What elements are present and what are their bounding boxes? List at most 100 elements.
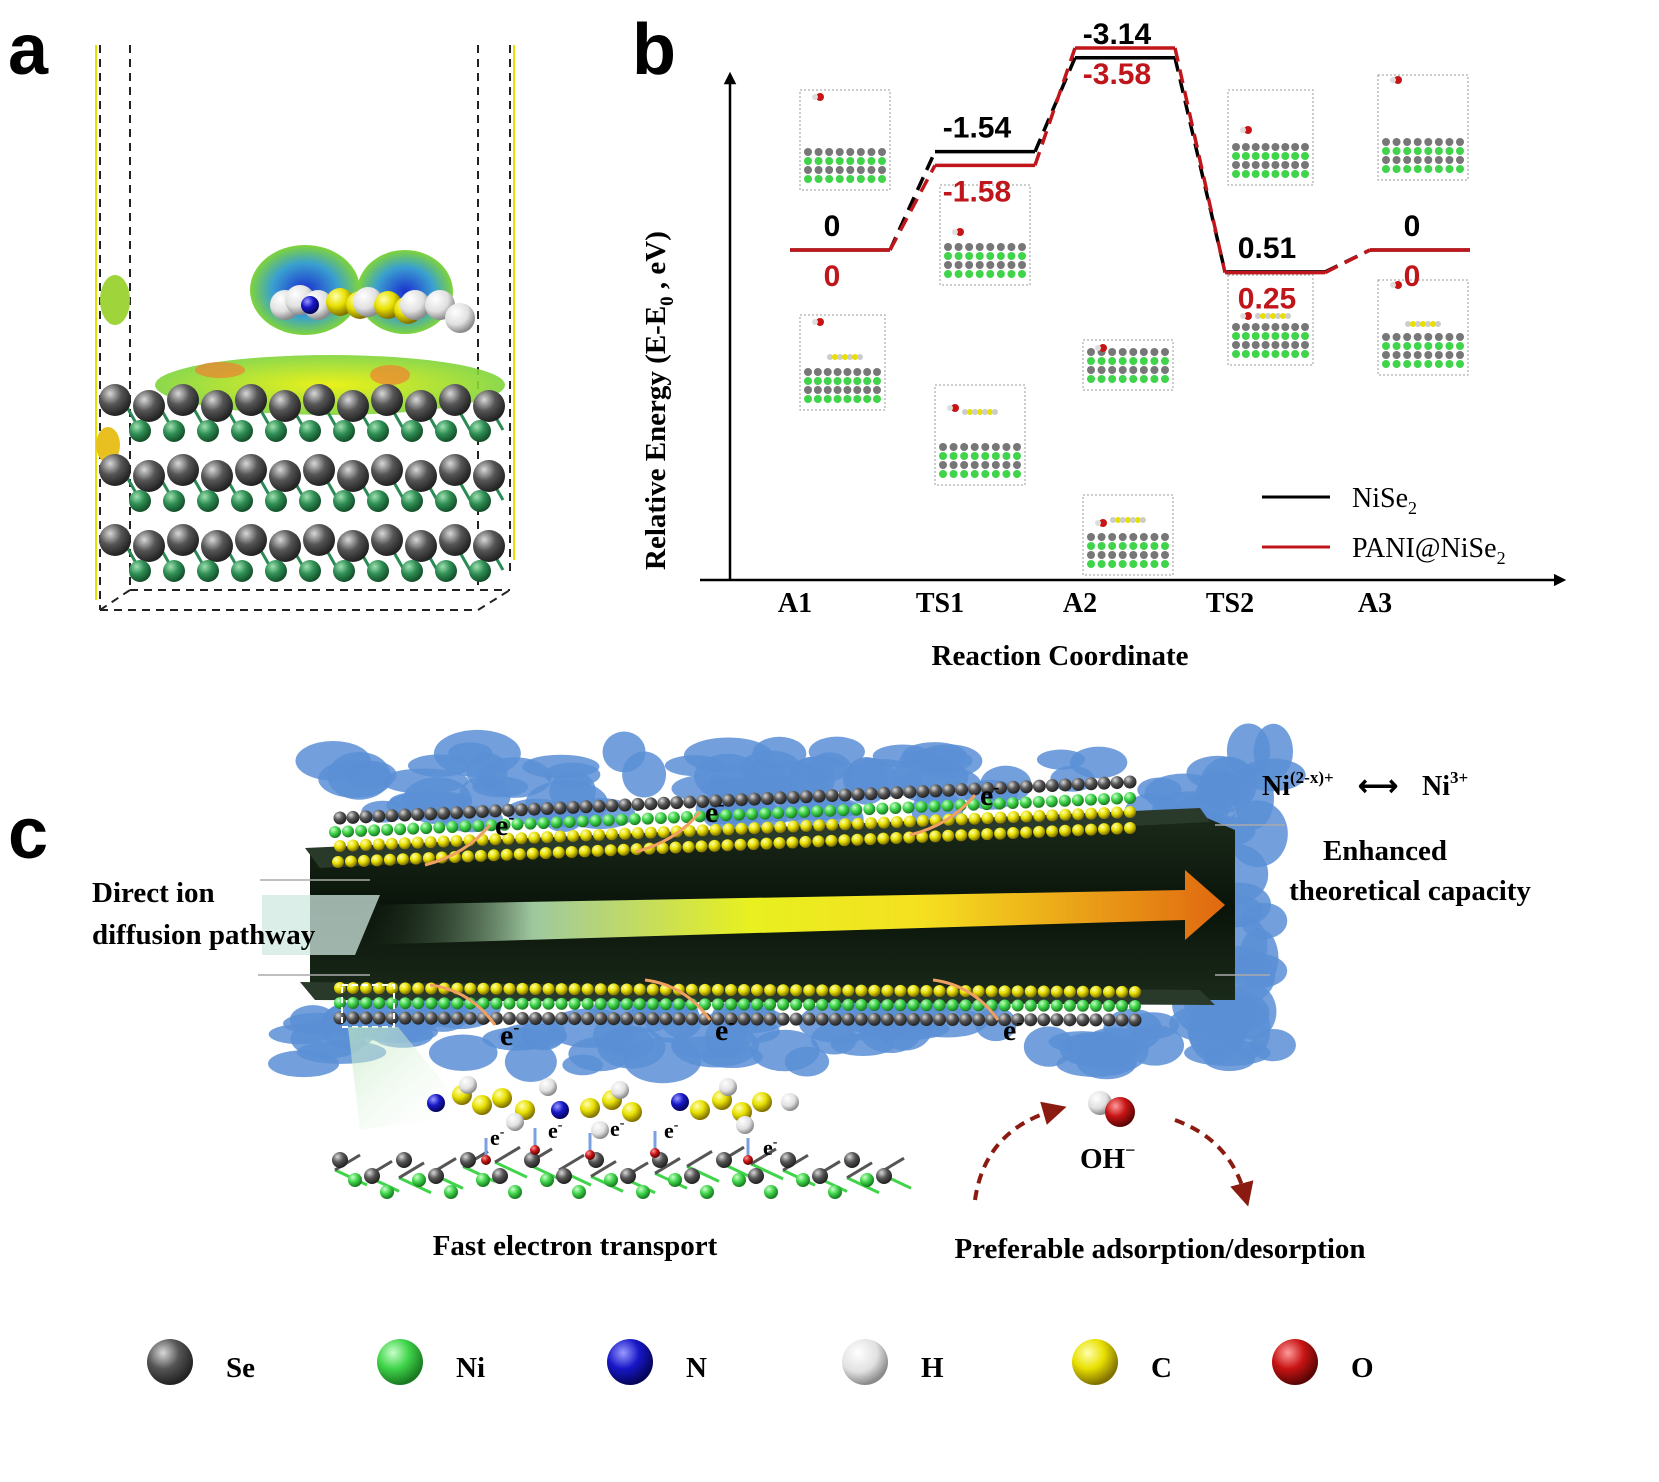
se-atom <box>372 809 386 823</box>
interface-detail: e-e-e-e-e- <box>332 1076 912 1199</box>
c-atom <box>347 982 360 995</box>
ni-atom <box>798 805 811 818</box>
c-atom <box>461 850 474 863</box>
ni-atom <box>1084 793 1097 806</box>
se-atom <box>460 1152 476 1168</box>
c-atom <box>920 984 933 997</box>
c-atom <box>929 830 942 843</box>
se-atom <box>371 384 403 416</box>
connector-nise2-2 <box>1173 57 1227 273</box>
se-atom <box>786 790 800 804</box>
se-atom <box>337 460 369 492</box>
panel-a: a <box>8 10 515 611</box>
value-label-pani-a1: 0 <box>824 260 841 293</box>
ni-atom <box>732 1173 746 1187</box>
ni-atom <box>555 997 568 1010</box>
c-atom <box>916 814 929 827</box>
c-atom <box>698 983 711 996</box>
se-atom <box>424 1011 438 1025</box>
ni-atom <box>1102 999 1115 1012</box>
ni-atom <box>435 420 457 442</box>
electron-label: e- <box>1003 1012 1022 1047</box>
se-atom <box>1097 776 1111 790</box>
c-atom <box>826 818 839 831</box>
se-atom <box>968 782 982 796</box>
se-atom <box>696 794 710 808</box>
ni-atom <box>129 560 151 582</box>
se-atom <box>734 793 748 807</box>
legend-atom-label-h: H <box>921 1352 944 1384</box>
ni-atom <box>759 807 772 820</box>
se-atom <box>424 807 438 821</box>
ni-atom <box>333 490 355 512</box>
ni-atom <box>163 420 185 442</box>
ni-atom <box>435 490 457 512</box>
se-atom <box>880 1012 894 1026</box>
c-atom <box>877 816 890 829</box>
se-atom <box>133 390 165 422</box>
legend-atom-label-o: O <box>1351 1352 1374 1384</box>
cloud-blob <box>720 1019 780 1044</box>
ni-left-label: Ni(2-x)+ <box>1262 768 1334 802</box>
ni-atom <box>764 998 777 1011</box>
se-atom <box>825 789 839 803</box>
c-atom <box>800 819 813 832</box>
ni-atom <box>508 1185 522 1199</box>
ni-atom <box>636 1185 650 1199</box>
ni-atom <box>928 800 941 813</box>
ni-atom <box>373 997 386 1010</box>
se-atom <box>972 1013 986 1027</box>
se-atom <box>542 1012 556 1026</box>
ni-atom <box>333 560 355 582</box>
se-atom <box>235 454 267 486</box>
c-atom <box>1037 985 1050 998</box>
se-atom <box>737 1012 751 1026</box>
c-atom <box>708 839 721 852</box>
ni-atom <box>1110 792 1123 805</box>
ni-atom <box>550 816 563 829</box>
se-atom <box>473 460 505 492</box>
c-atom <box>373 982 386 995</box>
ni-atom <box>163 560 185 582</box>
ni-atom <box>615 813 628 826</box>
c-atom <box>1124 806 1136 818</box>
ni-atom <box>451 997 464 1010</box>
c-atom <box>1085 807 1098 820</box>
adsorption-arrow <box>973 1101 1067 1201</box>
se-atom <box>398 808 412 822</box>
c-atom <box>761 821 774 834</box>
c-atom <box>894 984 907 997</box>
cloud-blob <box>327 751 391 800</box>
o-atom <box>650 1148 660 1158</box>
c-atom <box>552 846 565 859</box>
c-atom <box>500 848 513 861</box>
se-atom <box>437 1011 451 1025</box>
se-atom <box>439 524 471 556</box>
ni-atom <box>659 998 672 1011</box>
se-atom <box>437 806 451 820</box>
ni-atom <box>472 819 485 832</box>
ni-atom <box>915 800 928 813</box>
ni-atom <box>628 813 641 826</box>
se-atom <box>492 1168 508 1184</box>
se-atom <box>867 1012 881 1026</box>
value-label-nise2-ts1: -1.54 <box>943 112 1012 145</box>
h-atom <box>781 1093 799 1111</box>
panel-c: c e-e-e-e-e-e- e-e-e-e-e- Ni(2-x)+ ⟷ Ni3… <box>8 723 1531 1265</box>
c-atom <box>607 983 620 996</box>
ni-atom <box>537 817 550 830</box>
ni-arrow: ⟷ <box>1358 771 1398 802</box>
c-atom <box>422 852 435 865</box>
c-atom <box>1115 985 1128 998</box>
c-atom <box>1129 986 1141 998</box>
ni-atom <box>401 420 423 442</box>
se-atom <box>515 1011 529 1025</box>
o-atom <box>743 1155 753 1165</box>
ni-atom <box>837 804 850 817</box>
se-atom <box>841 1012 855 1026</box>
ni-atom <box>435 560 457 582</box>
se-atom <box>724 1012 738 1026</box>
se-atom <box>620 1012 634 1026</box>
electron-label: e- <box>548 1118 563 1143</box>
c-atom <box>554 830 567 843</box>
